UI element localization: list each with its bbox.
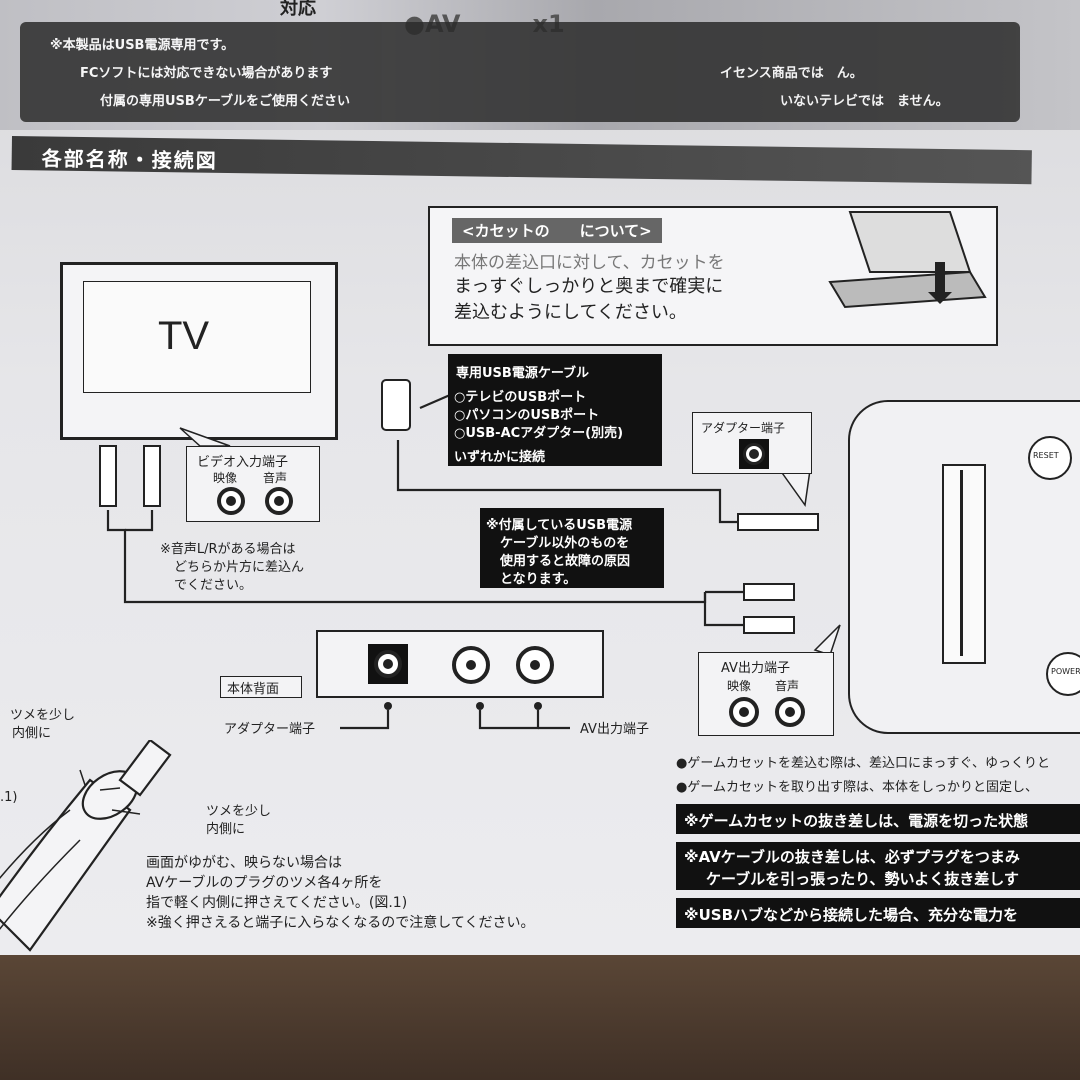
cable-warning: ※付属しているUSB電源 ケーブル以外のものを 使用すると故障の原因 となります… (480, 508, 664, 588)
tv-illustration: TV (60, 262, 338, 440)
bullet-remove: ●ゲームカセットを取り出す際は、本体をしっかりと固定し、 (676, 780, 1038, 795)
back-adapter-label: アダプター端子 (224, 722, 316, 737)
top-left-label: 対応 (280, 0, 316, 19)
power-button[interactable]: POWER (1046, 652, 1080, 696)
reset-label: RESET (1033, 451, 1059, 460)
warning-av-cable-text-1: ※AVケーブルの抜き差しは、必ずプラグをつまみ (684, 848, 1020, 866)
figure-label: .1) (0, 790, 18, 805)
claw-note-2a: ツメを少し (206, 804, 272, 819)
adapter-port-label: アダプター端子 (701, 421, 786, 435)
adapter-port-box: アダプター端子 (692, 412, 812, 474)
cable-warning-line-1: ※付属しているUSB電源 (486, 518, 633, 533)
cassette-insert-illustration (828, 211, 987, 309)
av-out-box: AV出力端子 映像 音声 (698, 652, 834, 736)
tv-note-1: ※音声L/Rがある場合は (160, 542, 296, 557)
console-illustration: RESET POWER (848, 400, 1080, 734)
av-out-video-jack (729, 697, 759, 727)
back-av-label: AV出力端子 (580, 722, 649, 737)
notice-right-1: イセンス商品では ん。 (720, 66, 863, 81)
usb-cable-info: 専用USB電源ケーブル ○テレビのUSBポート ○パソコンのUSBポート ○US… (448, 354, 662, 466)
back-av-jack-1 (452, 646, 490, 684)
tv-audio-jack (265, 487, 293, 515)
video-label: 映像 (213, 471, 238, 485)
usb-cable-item-3: ○USB-ACアダプター(別売) (454, 426, 624, 441)
back-adapter-hole (374, 650, 402, 678)
cassette-note-line-1: 本体の差込口に対して、カセットを (454, 253, 725, 273)
tv-video-jack (217, 487, 245, 515)
usb-cable-title: 専用USB電源ケーブル (456, 366, 590, 381)
av-out-audio: 音声 (775, 679, 800, 693)
cable-diagram (99, 379, 841, 730)
warning-cassette-text: ※ゲームカセットの抜き差しは、電源を切った状態 (684, 812, 1029, 830)
av-out-video: 映像 (727, 679, 752, 693)
cassette-slot (942, 464, 986, 664)
av-out-title: AV出力端子 (721, 661, 790, 676)
cassette-note-box: <カセットの について> 本体の差込口に対して、カセットを まっすぐしっかりと奥… (428, 206, 998, 346)
warning-cassette: ※ゲームカセットの抜き差しは、電源を切った状態 (676, 804, 1080, 834)
claw-note-1b: 内側に (12, 726, 52, 741)
usb-cable-item-2: ○パソコンのUSBポート (454, 408, 600, 423)
rca-plug-illustration (0, 740, 172, 952)
audio-label: 音声 (263, 471, 288, 485)
video-input-box: ビデオ入力端子 映像 音声 (186, 446, 320, 522)
notice-line-3: 付属の専用USBケーブルをご使用ください (100, 94, 351, 109)
back-panel-label: 本体背面 (227, 682, 280, 697)
reset-button[interactable]: RESET (1028, 436, 1072, 480)
cable-warning-line-4: となります。 (500, 572, 577, 587)
video-input-title: ビデオ入力端子 (197, 455, 289, 470)
warning-av-cable-text-2: ケーブルを引っ張ったり、勢いよく抜き差しす (706, 870, 1019, 888)
power-label: POWER (1051, 667, 1080, 676)
cable-warning-line-3: 使用すると故障の原因 (500, 554, 631, 569)
claw-note-2b: 内側に (206, 822, 246, 837)
back-adapter-jack (368, 644, 408, 684)
tv-screen: TV (83, 281, 311, 393)
tv-note-2: どちらか片方に差込ん (174, 560, 305, 575)
back-panel (316, 630, 604, 698)
notice-line-2: FCソフトには対応できない場合があります (80, 66, 333, 81)
av-out-audio-jack (775, 697, 805, 727)
plug-para-2: AVケーブルのプラグのツメ各4ヶ所を (146, 875, 383, 891)
plug-para-4: ※強く押さえると端子に入らなくなるので注意してください。 (146, 915, 535, 931)
cassette-note-title: <カセットの について> (452, 218, 662, 243)
usb-cable-item-1: ○テレビのUSBポート (454, 390, 587, 405)
bullet-insert: ●ゲームカセットを差込む際は、差込口にまっすぐ、ゆっくりと (676, 756, 1051, 771)
adapter-port-hole (743, 443, 765, 465)
cable-warning-line-2: ケーブル以外のものを (500, 536, 630, 551)
back-panel-label-box: 本体背面 (220, 676, 302, 698)
plug-para-3: 指で軽く内側に押さえてください。(図.1) (146, 895, 408, 911)
usb-cable-footer: いずれかに接続 (454, 450, 546, 465)
warning-usb-hub: ※USBハブなどから接続した場合、充分な電力を (676, 898, 1080, 928)
notice-right-2: いないテレビでは ません。 (780, 94, 949, 109)
slot-line (960, 470, 963, 656)
cassette-note-line-2: まっすぐしっかりと奥まで確実に (454, 276, 724, 297)
back-av-jack-2 (516, 646, 554, 684)
adapter-port-jack (739, 439, 769, 469)
table-surface (0, 955, 1080, 1080)
plug-para-1: 画面がゆがむ、映らない場合は (146, 855, 342, 871)
tv-label: TV (158, 314, 210, 358)
tv-note-3: でください。 (174, 578, 253, 593)
claw-note-1a: ツメを少し (10, 708, 76, 723)
cassette-note-line-3: 差込むようにしてください。 (454, 302, 687, 323)
notice-line-1: ※本製品はUSB電源専用です。 (50, 38, 235, 53)
instruction-sheet: 対応 ●AV x1 ※本製品はUSB電源専用です。 FCソフトには対応できない場… (0, 0, 1080, 960)
warning-usb-hub-text: ※USBハブなどから接続した場合、充分な電力を (684, 906, 1019, 924)
usb-only-notice: ※本製品はUSB電源専用です。 FCソフトには対応できない場合があります 付属の… (20, 22, 1020, 122)
warning-av-cable: ※AVケーブルの抜き差しは、必ずプラグをつまみ ケーブルを引っ張ったり、勢いよく… (676, 842, 1080, 890)
